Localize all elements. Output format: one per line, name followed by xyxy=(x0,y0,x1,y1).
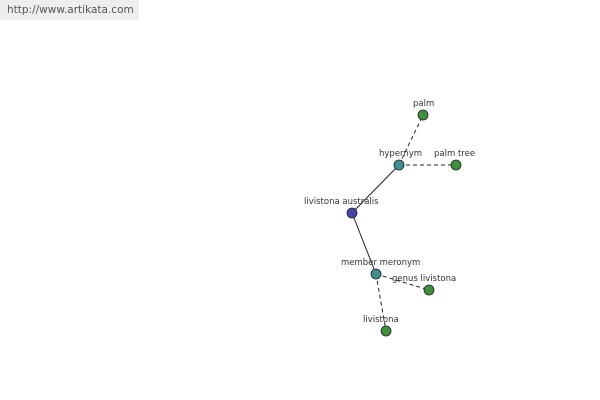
nodes-layer: livistona australis hypernym palm palm tree… xyxy=(304,99,475,337)
node-label-palm: palm xyxy=(413,99,434,109)
node-label-hypernym: hypernym xyxy=(379,149,422,159)
node-livistona[interactable]: livistona xyxy=(363,315,399,337)
source-banner: http://www.artikata.com xyxy=(0,0,139,20)
node-label-member-meronym: member meronym xyxy=(341,258,420,268)
node-genus-livistona[interactable]: genus livistona xyxy=(392,274,456,296)
node-label-livistona-australis: livistona australis xyxy=(304,197,379,207)
node-livistona-australis[interactable]: livistona australis xyxy=(304,197,379,219)
edge-member-meronym-to-genus-livistona xyxy=(375,273,430,291)
edge-member-meronym-to-livistona xyxy=(375,273,387,332)
node-dot-hypernym[interactable] xyxy=(393,159,405,171)
node-dot-livistona[interactable] xyxy=(380,325,392,337)
node-dot-palm[interactable] xyxy=(417,109,429,121)
node-palm[interactable]: palm xyxy=(413,99,434,121)
node-label-livistona: livistona xyxy=(363,315,399,325)
node-dot-genus-livistona[interactable] xyxy=(423,284,435,296)
node-dot-member-meronym[interactable] xyxy=(370,268,382,280)
node-palm-tree[interactable]: palm tree xyxy=(434,149,475,171)
node-label-genus-livistona: genus livistona xyxy=(392,274,456,284)
node-member-meronym[interactable]: member meronym xyxy=(341,258,420,280)
node-hypernym[interactable]: hypernym xyxy=(379,149,422,171)
node-dot-palm-tree[interactable] xyxy=(450,159,462,171)
edge-livistona-australis-to-member-meronym xyxy=(351,212,377,275)
node-dot-livistona-australis[interactable] xyxy=(346,207,358,219)
edge-hypernym-to-palm xyxy=(398,114,424,166)
node-label-palm-tree: palm tree xyxy=(434,149,475,159)
edge-livistona-australis-to-hypernym xyxy=(351,164,400,214)
edges-layer xyxy=(351,114,456,332)
